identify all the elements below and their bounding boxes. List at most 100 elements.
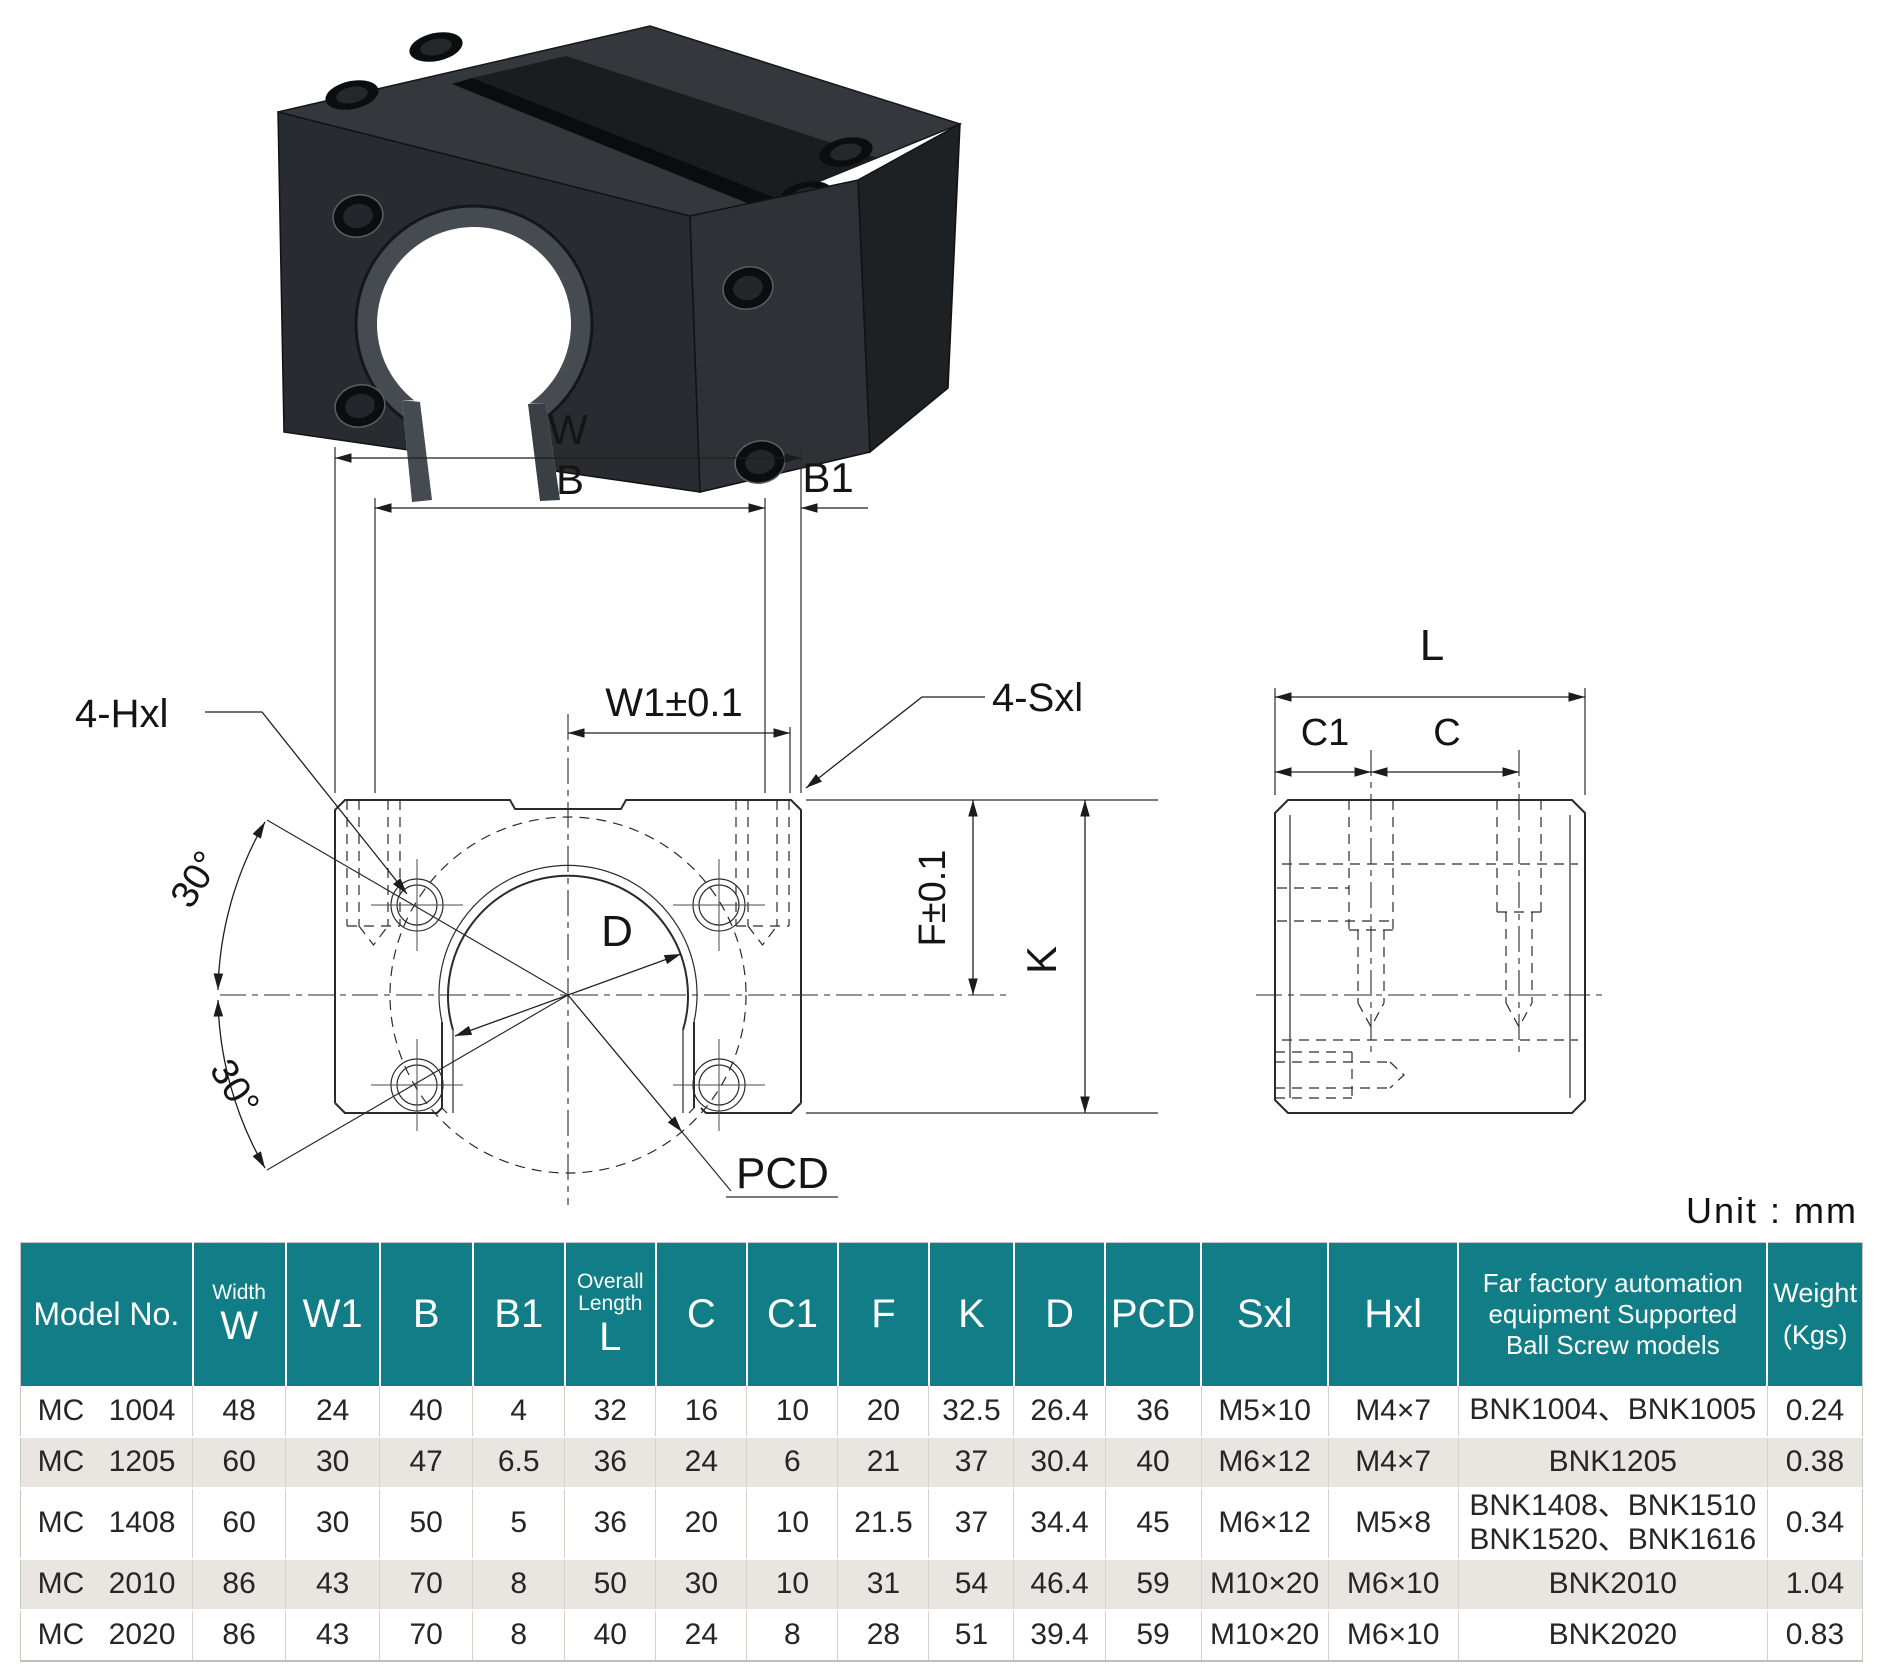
leader-label-hxl: 4-Hxl — [75, 692, 168, 736]
cell-d: 34.4 — [1013, 1487, 1106, 1560]
cell-k: 37 — [928, 1436, 1015, 1489]
cell-b: 50 — [379, 1487, 474, 1560]
dim-label-b1: B1 — [802, 454, 853, 501]
cell-sxl: M6×12 — [1201, 1487, 1329, 1560]
cell-pcd: 59 — [1105, 1558, 1202, 1611]
cell-b1: 5 — [472, 1487, 566, 1560]
cell-hxl: M6×10 — [1328, 1609, 1459, 1662]
cell-w1: 43 — [285, 1609, 381, 1662]
bolt-holes — [371, 859, 765, 1131]
col-header-f: F — [837, 1242, 930, 1386]
cell-w: 86 — [192, 1609, 287, 1662]
cell-hxl: M4×7 — [1328, 1436, 1459, 1489]
cell-model: MC 1408 — [19, 1487, 194, 1560]
cell-c: 16 — [655, 1385, 748, 1438]
cell-c1: 8 — [746, 1609, 839, 1662]
cell-hxl: M6×10 — [1328, 1558, 1459, 1611]
cell-w1: 30 — [285, 1436, 381, 1489]
cell-weight: 0.34 — [1767, 1487, 1864, 1560]
cell-pcd: 36 — [1105, 1385, 1202, 1438]
table-row: MC 1408 60 30 50 5 36 20 10 21.5 37 34.4… — [19, 1487, 1864, 1560]
cell-l: 40 — [564, 1609, 657, 1662]
cell-f: 21 — [837, 1436, 930, 1489]
cell-b: 47 — [379, 1436, 474, 1489]
col-header-w1: W1 — [285, 1242, 381, 1386]
cell-c: 24 — [655, 1609, 748, 1662]
front-hole-icon — [332, 194, 786, 484]
cell-w1: 24 — [285, 1385, 381, 1438]
col-header-l: Overall Length L — [564, 1242, 657, 1386]
cell-model: MC 1205 — [19, 1436, 194, 1489]
cell-c: 24 — [655, 1436, 748, 1489]
cell-sxl: M5×10 — [1201, 1385, 1329, 1438]
cell-l: 36 — [564, 1487, 657, 1560]
col-header-c1: C1 — [746, 1242, 839, 1386]
dim-label-d: D — [601, 907, 633, 956]
cell-w1: 30 — [285, 1487, 381, 1560]
cell-w: 48 — [192, 1385, 287, 1438]
cell-w: 86 — [192, 1558, 287, 1611]
dim-label-c: C — [1433, 712, 1460, 754]
cell-b1: 4 — [472, 1385, 566, 1438]
cell-hxl: M5×8 — [1328, 1487, 1459, 1560]
col-header-sxl: Sxl — [1201, 1242, 1330, 1386]
cell-model: MC 2020 — [19, 1609, 194, 1662]
cell-d: 26.4 — [1013, 1385, 1106, 1438]
dim-label-l: L — [1420, 621, 1444, 670]
cell-d: 46.4 — [1013, 1558, 1106, 1611]
dim-label-c1: C1 — [1301, 712, 1350, 754]
cell-f: 21.5 — [837, 1487, 930, 1560]
dim-label-w: W — [548, 406, 588, 453]
cell-c1: 10 — [746, 1487, 839, 1560]
cell-weight: 0.24 — [1767, 1385, 1864, 1438]
cell-w1: 43 — [285, 1558, 381, 1611]
header-row: Model No. Width W W1 B B1 Overall Length… — [19, 1242, 1864, 1386]
cell-c1: 10 — [746, 1558, 839, 1611]
cell-support: BNK2020 — [1458, 1609, 1768, 1662]
col-header-b1: B1 — [472, 1242, 566, 1386]
dim-label-b: B — [556, 456, 584, 503]
side-hidden-lines — [1275, 800, 1578, 1099]
cell-l: 32 — [564, 1385, 657, 1438]
cell-weight: 0.38 — [1767, 1436, 1864, 1489]
col-header-support: Far factory automation equipment Support… — [1458, 1242, 1769, 1386]
col-header-pcd: PCD — [1105, 1242, 1203, 1386]
cell-model: MC 2010 — [19, 1558, 194, 1611]
cell-pcd: 59 — [1105, 1609, 1202, 1662]
cell-weight: 0.83 — [1767, 1609, 1864, 1662]
dim-label-f: F±0.1 — [912, 850, 954, 947]
cell-f: 20 — [837, 1385, 930, 1438]
spec-table: Model No. Width W W1 B B1 Overall Length… — [19, 1242, 1864, 1662]
dim-label-pcd: PCD — [736, 1149, 829, 1198]
cell-support: BNK1408、BNK1510 BNK1520、BNK1616 — [1458, 1487, 1768, 1560]
leader-label-sxl: 4-Sxl — [992, 676, 1083, 720]
cell-support: BNK1205 — [1458, 1436, 1768, 1489]
cell-d: 39.4 — [1013, 1609, 1106, 1662]
cell-hxl: M4×7 — [1328, 1385, 1459, 1438]
table-row: MC 2010 86 43 70 8 50 30 10 31 54 46.4 5… — [19, 1558, 1864, 1611]
cell-l: 36 — [564, 1436, 657, 1489]
cell-c1: 10 — [746, 1385, 839, 1438]
cell-c1: 6 — [746, 1436, 839, 1489]
cell-b1: 6.5 — [472, 1436, 566, 1489]
dim-label-w1: W1±0.1 — [605, 681, 743, 725]
cell-w: 60 — [192, 1436, 287, 1489]
front-view: 30° 30° W B B1 W1±0.1 4-Hxl 4-Sxl — [75, 406, 1158, 1205]
cell-pcd: 45 — [1105, 1487, 1202, 1560]
col-header-d: D — [1013, 1242, 1107, 1386]
product-photo — [277, 25, 963, 502]
cell-b: 70 — [379, 1609, 474, 1662]
cell-f: 31 — [837, 1558, 930, 1611]
angle-label-upper: 30° — [163, 844, 229, 915]
cell-b: 40 — [379, 1385, 474, 1438]
cell-sxl: M10×20 — [1201, 1558, 1329, 1611]
cell-support: BNK2010 — [1458, 1558, 1768, 1611]
col-header-model: Model No. — [19, 1242, 194, 1386]
side-view: L C1 C — [1256, 621, 1604, 1114]
cell-l: 50 — [564, 1558, 657, 1611]
cell-sxl: M6×12 — [1201, 1436, 1329, 1489]
table-row: MC 1205 60 30 47 6.5 36 24 6 21 37 30.4 … — [19, 1436, 1864, 1489]
cell-sxl: M10×20 — [1201, 1609, 1329, 1662]
